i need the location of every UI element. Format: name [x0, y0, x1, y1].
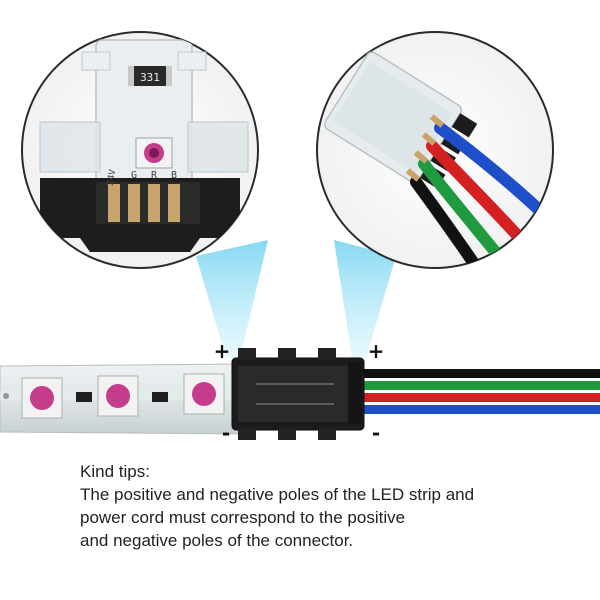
wire-positive-sign: +: [368, 339, 385, 363]
strip-resistor-2: [152, 392, 168, 402]
tips-line-2: power cord must correspond to the positi…: [80, 508, 406, 527]
strip-negative-sign: -: [222, 421, 230, 445]
left-closeup-circle: 331 24V G R B: [21, 31, 259, 269]
pad-label-3: R: [151, 170, 158, 181]
right-beam: [334, 240, 396, 358]
pad-label-2: G: [131, 170, 137, 181]
output-wires: [350, 369, 600, 414]
led-strip: [0, 363, 246, 435]
strip-resistor-1: [76, 392, 92, 402]
tips-line-1: The positive and negative poles of the L…: [80, 485, 475, 504]
led-chip-3: [183, 373, 225, 415]
strip-positive-sign: +: [214, 339, 231, 363]
kind-tips: Kind tips: The positive and negative pol…: [80, 460, 580, 552]
pad-label-4: B: [171, 170, 177, 181]
pad-label-1: 24V: [106, 168, 119, 186]
resistor-chip: [133, 66, 167, 86]
wire-negative-sign: -: [372, 421, 380, 445]
tips-heading: Kind tips:: [80, 462, 150, 481]
connector-body: [231, 348, 365, 440]
led-chip-1: [21, 377, 63, 419]
resistor-code: 331: [140, 71, 160, 84]
contact-pins: [108, 184, 180, 222]
right-closeup-circle: [316, 31, 554, 269]
left-beam: [196, 240, 268, 358]
tips-line-3: and negative poles of the connector.: [80, 531, 354, 550]
led-chip-2: [97, 375, 139, 417]
